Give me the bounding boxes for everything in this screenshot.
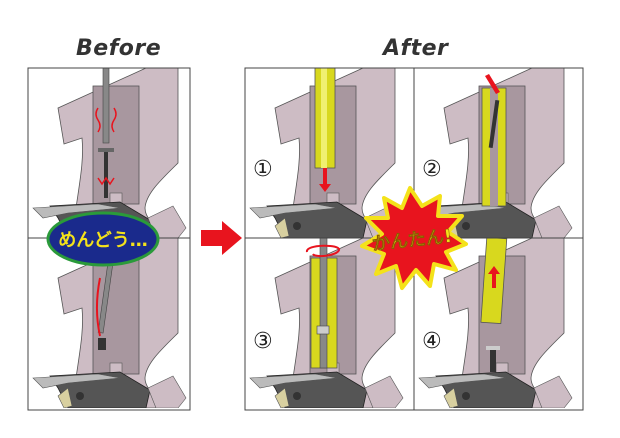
after-heading: After (383, 36, 449, 61)
after-panel-2: ② (418, 68, 573, 238)
troublesome-bubble: めんどう… (46, 211, 160, 267)
step-2-label: ② (422, 157, 442, 182)
bolt (104, 150, 108, 198)
step-4-label: ④ (422, 329, 442, 354)
struggle-marks (95, 107, 117, 186)
after-panel-4: ④ (418, 238, 573, 408)
step-3-label: ③ (253, 329, 273, 354)
before-heading: Before (76, 36, 162, 61)
screwdriver (102, 68, 110, 144)
arrow-right-icon (201, 221, 242, 255)
easy-burst: かんたん! (360, 186, 468, 290)
bubble-text: めんどう… (58, 230, 147, 251)
after-panel-3: ③ (249, 238, 404, 408)
step-1-label: ① (253, 157, 273, 182)
after-panel-1: ① (249, 68, 404, 238)
